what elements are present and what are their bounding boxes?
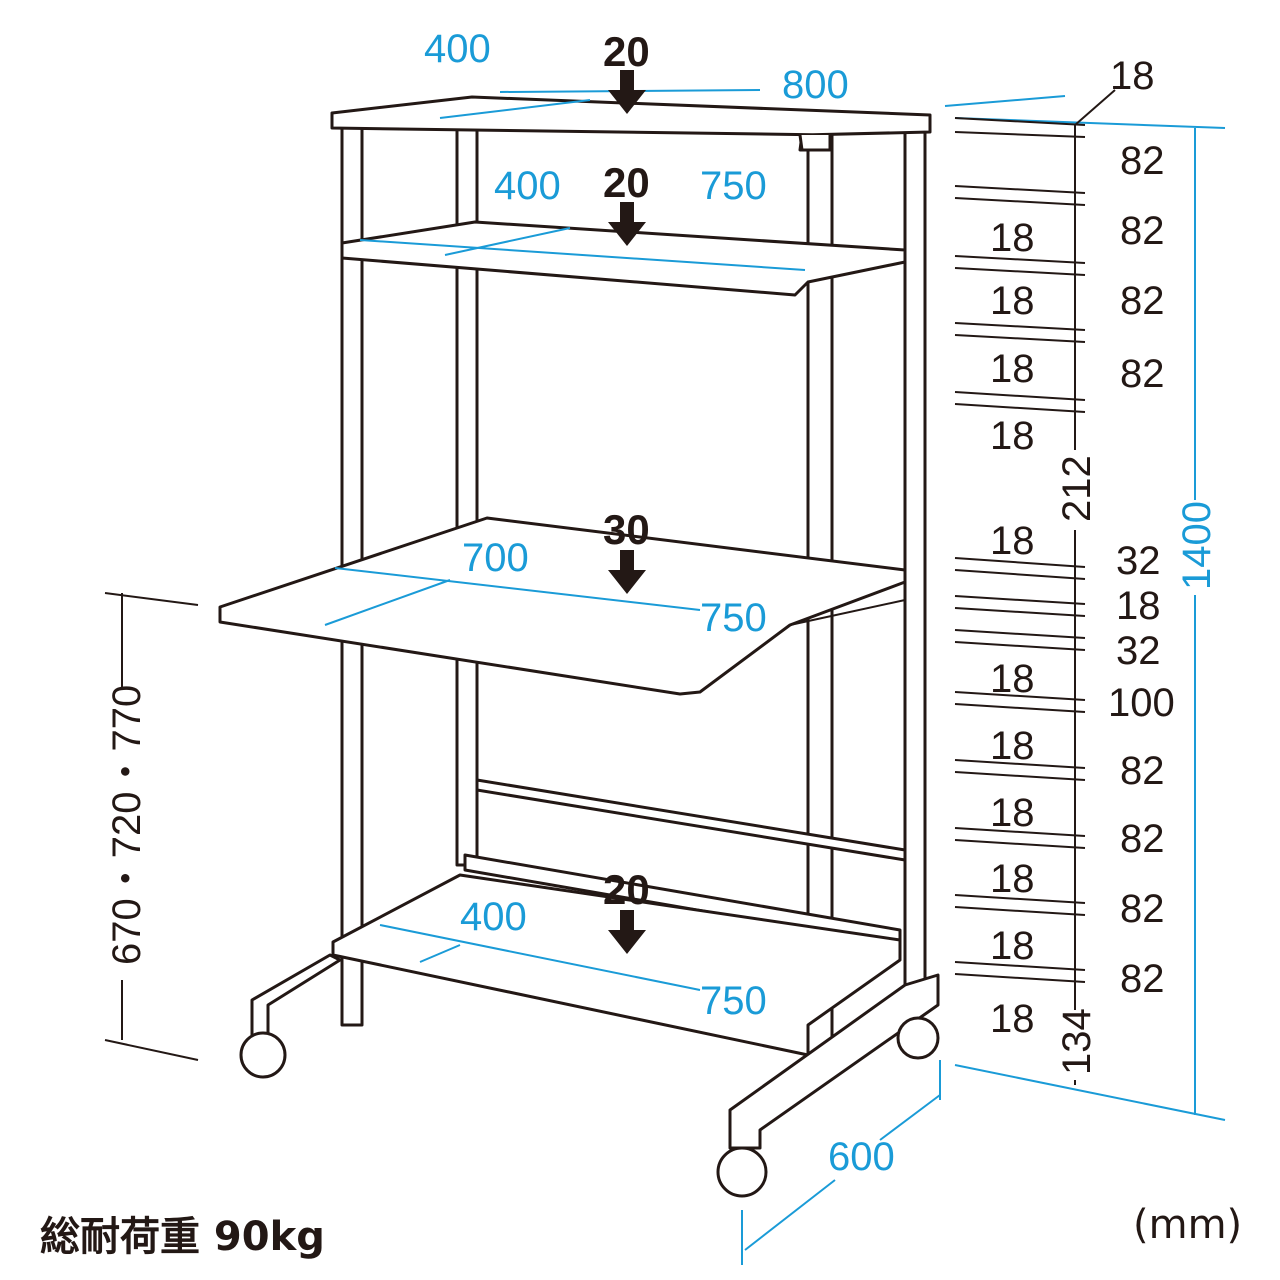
down-arrow-icon <box>608 550 646 594</box>
base-134: 134 <box>1055 1008 1099 1075</box>
top-thickness: 18 <box>1110 54 1155 98</box>
down-arrow-icon <box>608 910 646 954</box>
bottom-shelf-load: 20 <box>603 866 650 913</box>
pitch-label: 82 <box>1120 279 1165 323</box>
rear-bar <box>475 778 907 862</box>
caster-icon <box>239 1031 287 1079</box>
caster-icon <box>896 1016 940 1060</box>
pitch-label: 82 <box>1120 139 1165 183</box>
keyboard-shelf-load: 30 <box>603 506 650 553</box>
top-shelf <box>330 95 932 152</box>
pitch-label: 82 <box>1120 749 1165 793</box>
pitch-label: 82 <box>1120 352 1165 396</box>
pitch-label: 82 <box>1120 887 1165 931</box>
pitch-label: 18 <box>990 347 1035 391</box>
pitch-label: 18 <box>990 519 1035 563</box>
bottom-shelf-depth: 400 <box>460 895 527 939</box>
load-arrow-icons <box>608 70 646 954</box>
unit-label: (mm) <box>1133 1202 1243 1248</box>
pitch-label: 18 <box>990 724 1035 768</box>
pitch-label: 18 <box>990 216 1035 260</box>
pitch-label: 18 <box>990 279 1035 323</box>
total-load-label: 総耐荷重 90kg <box>40 1214 325 1260</box>
overall-depth: 600 <box>828 1135 895 1179</box>
pitch-label: 18 <box>1116 584 1161 628</box>
keyboard-height: 670・720・770 <box>105 685 149 965</box>
pitch-label: 18 <box>990 924 1035 968</box>
gap-212: 212 <box>1055 455 1099 522</box>
left-pitch-labels: 18 18 18 18 18 18 18 18 18 18 18 <box>990 216 1035 1041</box>
keyboard-shelf <box>218 516 907 696</box>
pitch-label: 82 <box>1120 957 1165 1001</box>
right-pitch-labels: 82 82 82 82 32 18 32 100 82 82 82 82 <box>1108 139 1175 1001</box>
down-arrow-icon <box>608 202 646 246</box>
top-shelf-width: 800 <box>782 63 849 107</box>
pitch-label: 82 <box>1120 817 1165 861</box>
height-dimension-lines <box>104 89 1116 1085</box>
pitch-label: 18 <box>990 791 1035 835</box>
blue-dimension-lines <box>324 89 1226 1265</box>
keyboard-shelf-width: 750 <box>700 596 767 640</box>
overall-height: 1400 <box>1175 501 1219 590</box>
bottom-shelf-width: 750 <box>700 979 767 1023</box>
second-shelf-load: 20 <box>603 159 650 206</box>
second-shelf-depth: 400 <box>494 164 561 208</box>
second-shelf-width: 750 <box>700 164 767 208</box>
pitch-label: 32 <box>1116 539 1161 583</box>
pitch-label: 32 <box>1116 629 1161 673</box>
pitch-label: 18 <box>990 997 1035 1041</box>
pitch-label: 18 <box>990 657 1035 701</box>
down-arrow-icon <box>608 70 646 114</box>
caster-icon <box>716 1146 768 1198</box>
keyboard-shelf-depth: 700 <box>462 536 529 580</box>
pitch-label: 18 <box>990 414 1035 458</box>
bottom-shelf <box>331 873 902 1057</box>
pitch-label: 82 <box>1120 209 1165 253</box>
pitch-label: 18 <box>990 857 1035 901</box>
top-shelf-depth: 400 <box>424 27 491 71</box>
base <box>239 953 940 1198</box>
pitch-label: 100 <box>1108 681 1175 725</box>
top-shelf-load: 20 <box>603 28 650 75</box>
